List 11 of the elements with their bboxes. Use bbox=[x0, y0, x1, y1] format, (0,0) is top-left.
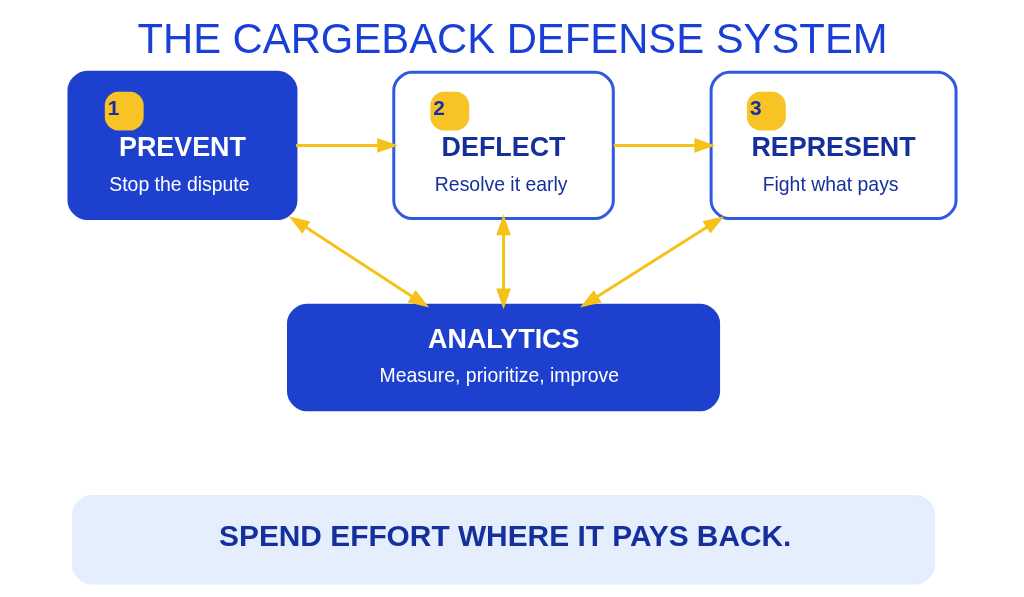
arrow bbox=[295, 138, 398, 153]
arrow bbox=[579, 216, 724, 308]
node-box: 1 PREVENT Stop the dispute bbox=[66, 70, 297, 221]
diagram-title: THE CARGEBACK DEFENSE SYSTEM bbox=[136, 15, 888, 63]
node-box: 3 REPRESENT Fight what pays bbox=[709, 70, 958, 221]
node-box: ANALYTICS Measure, prioritize, improve bbox=[286, 303, 720, 412]
node-box: SPEND EFFORT WHERE IT PAYS BACK. bbox=[71, 494, 935, 585]
arrow bbox=[613, 138, 715, 153]
arrow bbox=[495, 214, 511, 310]
node-box: 2 DEFLECT Resolve it early bbox=[391, 70, 615, 221]
arrow bbox=[288, 216, 429, 308]
